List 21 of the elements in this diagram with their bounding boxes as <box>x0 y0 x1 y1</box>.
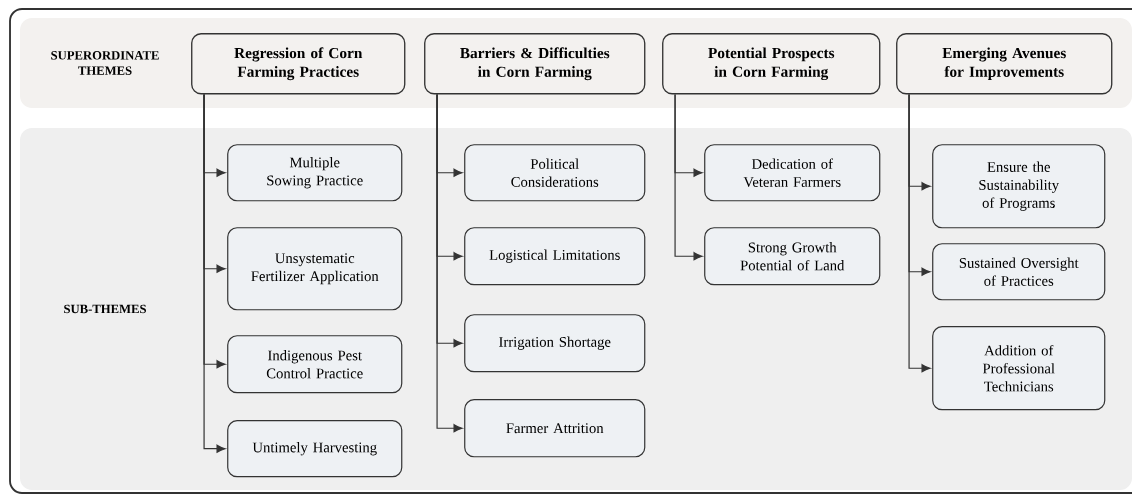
arrow <box>674 93 703 177</box>
sub-theme-box: Multiple Sowing Practice <box>227 144 403 202</box>
arrow <box>436 93 463 177</box>
sub-theme-box: Untimely Harvesting <box>227 420 403 478</box>
sub-theme-box: Sustained Oversight of Practices <box>932 243 1106 301</box>
arrow <box>908 93 931 191</box>
sub-theme-box: Ensure the Sustainability of Programs <box>932 144 1106 229</box>
theme-box: Regression of Corn Farming Practices <box>191 33 406 95</box>
sub-theme-box: Farmer Attrition <box>464 399 646 458</box>
sub-theme-box: Dedication of Veteran Farmers <box>704 144 881 202</box>
sub-theme-box: Political Considerations <box>464 144 646 202</box>
sub-theme-box: Logistical Limitations <box>464 227 646 286</box>
sub-theme-box: Indigenous Pest Control Practice <box>227 335 403 394</box>
sub-theme-box: Irrigation Shortage <box>464 314 646 373</box>
arrow <box>203 93 226 177</box>
sub-theme-box: Unsystematic Fertilizer Application <box>227 227 403 311</box>
sub-theme-box: Strong Growth Potential of Land <box>704 227 881 286</box>
sub-theme-box: Addition of Professional Technicians <box>932 326 1106 411</box>
theme-box: Potential Prospects in Corn Farming <box>662 33 881 95</box>
theme-box: Emerging Avenues for Improvements <box>896 33 1113 95</box>
theme-box: Barriers & Difficulties in Corn Farming <box>424 33 646 95</box>
